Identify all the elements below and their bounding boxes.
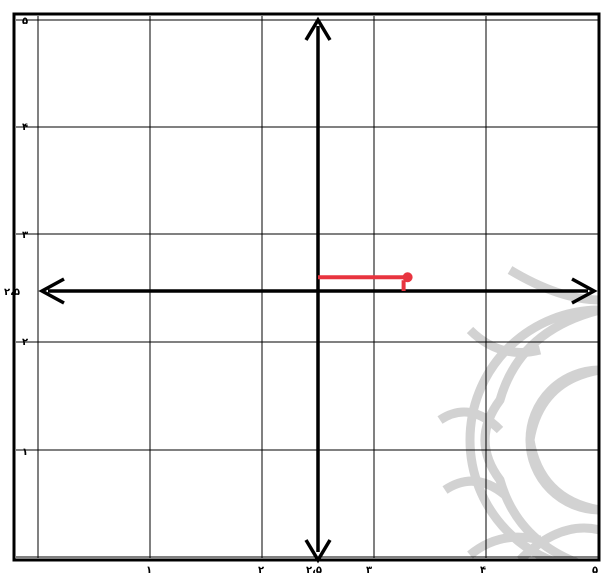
highlighted-point-group (318, 272, 413, 291)
x-tick-label: ۵ (592, 565, 598, 576)
x-tick-label: ۱ (146, 565, 152, 576)
highlighted-point (402, 272, 413, 283)
y-tick-label: ۳ (22, 230, 28, 241)
x-tick-label: ۲،۵ (306, 565, 322, 576)
y-tick-label: ۲،۵ (4, 287, 20, 298)
x-tick-label: ۳ (366, 565, 372, 576)
y-tick-label: ۱ (22, 447, 28, 458)
y-tick-labels: ۱ ۲ ۲،۵ ۳ ۴ ۵ (4, 16, 28, 458)
grid-lines (16, 16, 599, 558)
x-tick-labels: ۱ ۲ ۲،۵ ۳ ۴ ۵ (146, 565, 598, 576)
watermark-ornament (437, 266, 599, 560)
y-tick-label: ۵ (22, 16, 28, 27)
y-axis (304, 16, 332, 564)
y-tick-label: ۴ (22, 122, 28, 133)
x-tick-label: ۲ (258, 565, 264, 576)
y-tick-label: ۲ (22, 337, 28, 348)
frame-border (12, 12, 601, 562)
x-tick-label: ۴ (480, 565, 486, 576)
